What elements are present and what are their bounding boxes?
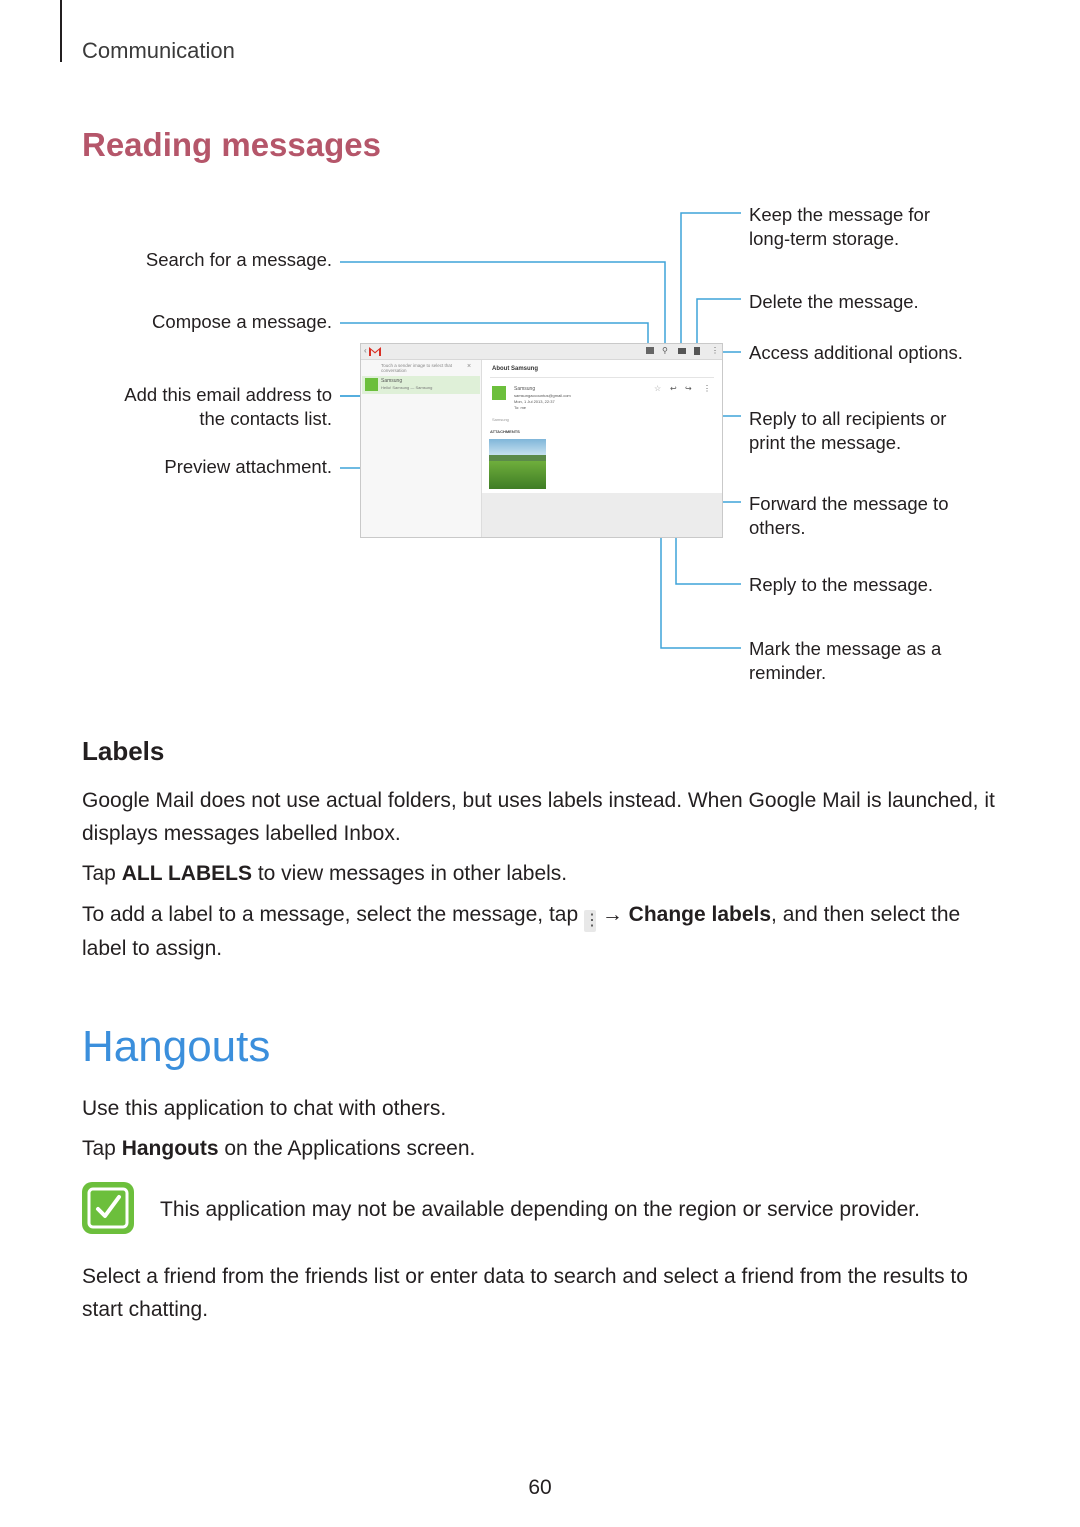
hangouts-paragraph-2: Tap Hangouts on the Applications screen. — [82, 1137, 476, 1160]
page-number: 60 — [528, 1476, 552, 1499]
callout-add-contact: Add this email address to the contacts l… — [124, 384, 332, 429]
callout-preview: Preview attachment. — [164, 456, 332, 477]
list-item[interactable]: Samsung Hello! Samsung — Samsung — [362, 376, 480, 394]
hangouts-paragraph-1: Use this application to chat with others… — [82, 1097, 447, 1120]
callout-search: Search for a message. — [145, 249, 332, 270]
archive-icon[interactable] — [678, 348, 686, 354]
callout-delete: Delete the message. — [749, 291, 919, 312]
section-rule — [60, 0, 62, 62]
delete-callout-line — [696, 298, 741, 345]
contact-avatar[interactable] — [492, 386, 506, 400]
labels-heading: Labels — [82, 736, 165, 766]
message-subject: About Samsung — [492, 366, 538, 372]
hangouts-heading: Hangouts — [82, 1022, 271, 1071]
callout-reply-all: Reply to all recipients or print the mes… — [749, 408, 947, 453]
callout-forward: Forward the message to others. — [749, 493, 949, 538]
hangouts-paragraph-3: Select a friend from the friends list or… — [82, 1265, 968, 1321]
labels-paragraph-3: To add a label to a message, select the … — [82, 903, 961, 960]
keep-callout-line — [680, 212, 741, 345]
attachment-thumbnail[interactable] — [489, 439, 546, 489]
back-arrow-icon[interactable]: ‹ — [364, 346, 367, 355]
callout-keep: Keep the message for long-term storage. — [749, 204, 930, 249]
email-app-screenshot: ‹ ⚲ ⋮ Touch a sender image to select tha… — [360, 343, 723, 538]
labels-paragraph-1: Google Mail does not use actual folders,… — [82, 789, 995, 845]
sender-avatar[interactable] — [365, 378, 378, 391]
compose-callout-line — [340, 322, 649, 345]
section-label: Communication — [82, 38, 235, 63]
star-icon[interactable]: ☆ — [654, 384, 662, 393]
overflow-menu-icon[interactable]: ⋮ — [711, 346, 719, 355]
note-text: This application may not be available de… — [160, 1198, 920, 1221]
compose-icon[interactable] — [646, 347, 654, 354]
callout-reply: Reply to the message. — [749, 574, 934, 595]
callout-mark: Mark the message as a reminder. — [749, 638, 942, 683]
reply-icon[interactable]: ↩ — [670, 384, 677, 393]
action-bar: ‹ ⚲ ⋮ — [361, 344, 722, 360]
overflow-menu-icon: ⋮ — [583, 910, 600, 932]
trash-icon[interactable] — [694, 347, 700, 355]
forward-icon[interactable]: ↪ — [685, 384, 692, 393]
message-menu-icon[interactable]: ⋮ — [703, 384, 711, 393]
reading-messages-heading: Reading messages — [82, 126, 381, 163]
labels-paragraph-2: Tap ALL LABELS to view messages in other… — [82, 862, 568, 885]
search-icon[interactable]: ⚲ — [662, 346, 668, 355]
close-icon[interactable]: × — [467, 363, 472, 370]
conversation-list: Touch a sender image to select that conv… — [361, 360, 482, 537]
note-check-icon — [82, 1182, 134, 1234]
callout-compose: Compose a message. — [152, 311, 332, 332]
reading-pane: About Samsung Samsung samsungaccountus@g… — [482, 360, 722, 493]
gmail-logo-icon — [369, 347, 381, 356]
search-callout-line — [340, 261, 666, 345]
callout-options: Access additional options. — [749, 342, 963, 363]
